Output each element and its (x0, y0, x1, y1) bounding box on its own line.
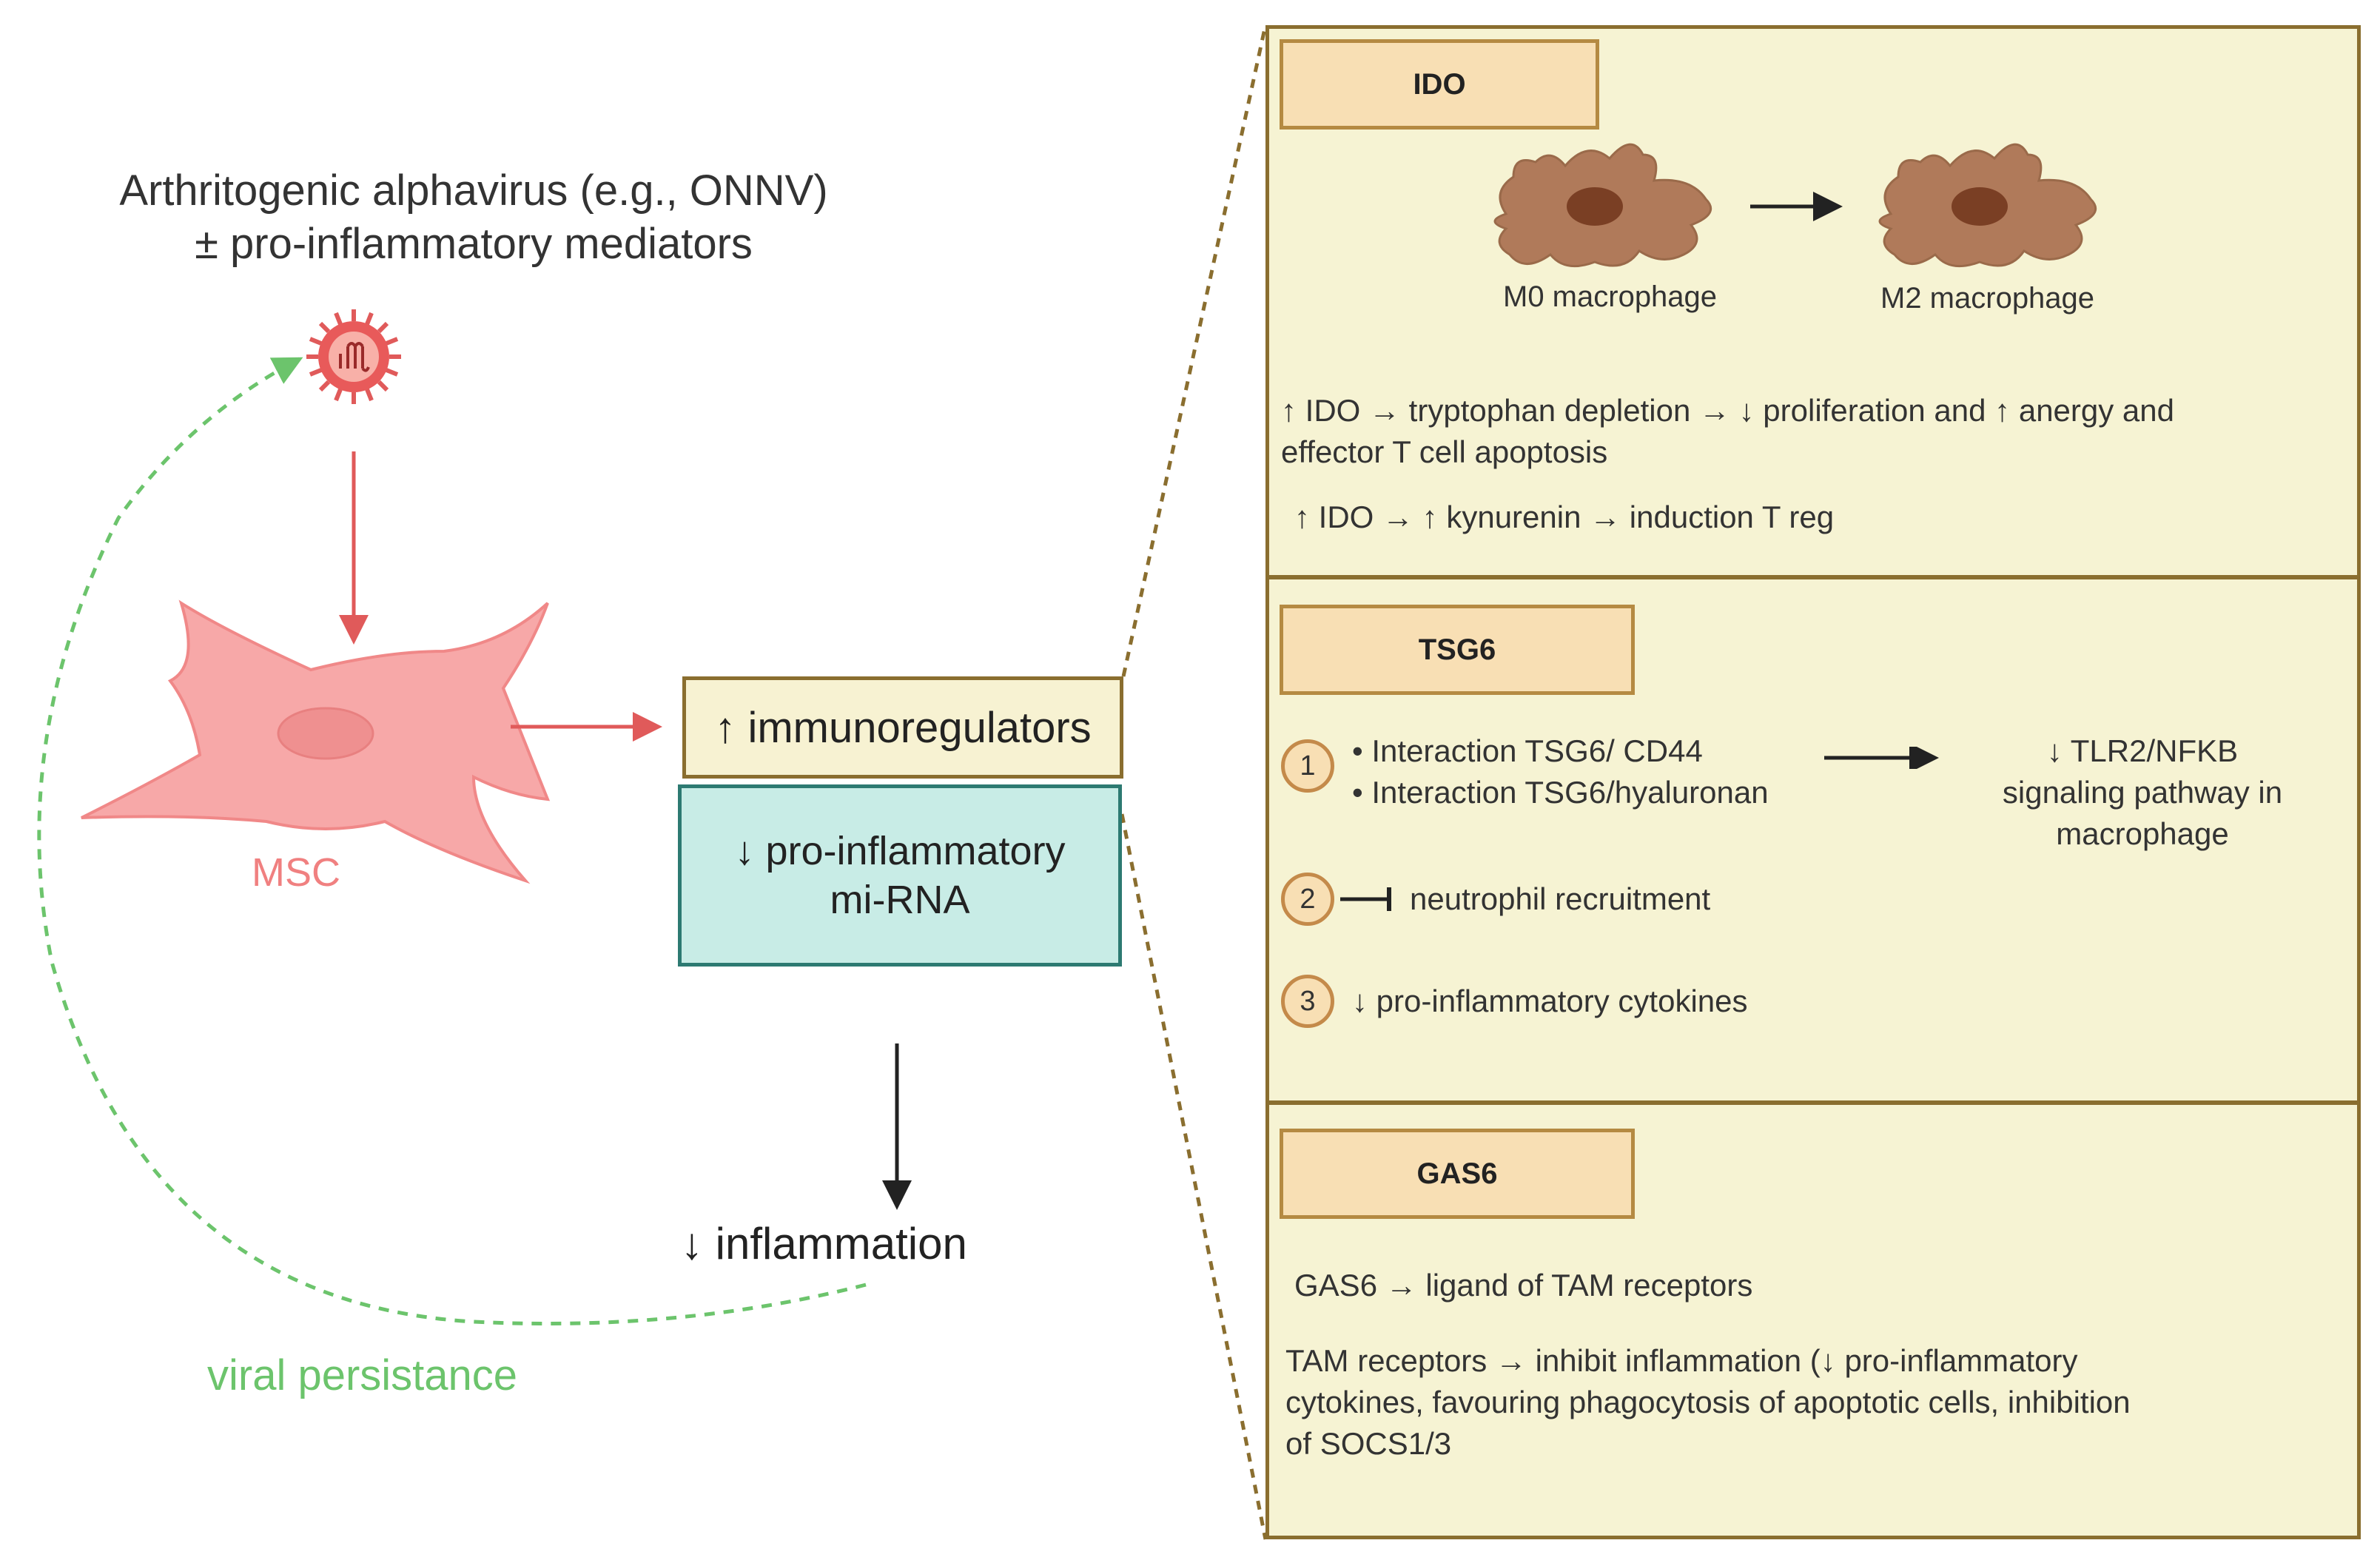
connector-top (1121, 24, 1268, 677)
tsg6-number-3: 3 (1281, 975, 1334, 1028)
virus-title-line1: Arthritogenic alphavirus (e.g., ONNV) (119, 167, 828, 215)
m0-macrophage-label: M0 macrophage (1503, 280, 1718, 313)
tsg6-result-line3: macrophage (2056, 816, 2229, 851)
gas6-panel: GAS6 GAS6 → ligand of TAM receptors TAM … (1265, 1101, 2361, 1539)
gas6-text-line1: GAS6 → ligand of TAM receptors (1294, 1268, 1753, 1302)
tsg6-result: ↓ TLR2/NFKB signaling pathway in macroph… (1950, 730, 2335, 855)
gas6-header: GAS6 (1280, 1129, 1635, 1219)
virus-title-line2: ± pro-inflammatory mediators (195, 220, 753, 268)
virus-title: Arthritogenic alphavirus (e.g., ONNV) ± … (44, 164, 903, 271)
tsg6-result-line2: signaling pathway in (2002, 775, 2283, 810)
m0-macrophage-icon (1493, 143, 1712, 268)
ido-text-line3: ↑ IDO → ↑ kynurenin → induction T reg (1294, 500, 1835, 534)
immunoregulators-box: ↑ immunoregulators (682, 676, 1123, 779)
tsg6-number-1: 1 (1281, 739, 1334, 793)
ido-header: IDO (1280, 39, 1599, 130)
mirna-text-line1: ↓ pro-inflammatory (734, 829, 1066, 873)
viral-persistence-arrow (37, 357, 867, 1325)
ido-text-line2: effector T cell apoptosis (1281, 434, 1608, 469)
gas6-text-line4: of SOCS1/3 (1285, 1426, 1452, 1461)
mirna-box: ↓ pro-inflammatory mi-RNA (678, 784, 1122, 967)
gas6-text-block: TAM receptors → inhibit inflammation (↓ … (1285, 1340, 2351, 1465)
connector-bottom (1120, 813, 1268, 1540)
msc-cell-icon (81, 599, 551, 884)
tsg6-number-2: 2 (1281, 873, 1334, 926)
tsg6-bullet-2: • Interaction TSG6/hyaluronan (1352, 775, 1769, 810)
gas6-text-line3: cytokines, favouring phagocytosis of apo… (1285, 1385, 2131, 1419)
viral-persistence-label: viral persistance (207, 1351, 518, 1399)
tsg6-item2-text: neutrophil recruitment (1410, 881, 1711, 916)
inhibition-icon (1340, 887, 1391, 911)
ido-text-block1: ↑ IDO → tryptophan depletion → ↓ prolife… (1281, 390, 2347, 473)
tsg6-header: TSG6 (1280, 605, 1635, 695)
ido-text-line1: ↑ IDO → tryptophan depletion → ↓ prolife… (1281, 393, 2175, 428)
tsg6-panel: TSG6 1 • Interaction TSG6/ CD44 • Intera… (1265, 576, 2361, 1104)
ido-panel: IDO M0 macrophage M2 macrophage ↑ IDO → … (1265, 25, 2361, 579)
gas6-text-line2: TAM receptors → inhibit inflammation (↓ … (1285, 1343, 2078, 1378)
inflammation-label: ↓ inflammation (681, 1219, 967, 1268)
tsg6-result-line1: ↓ TLR2/NFKB (2046, 733, 2239, 768)
tsg6-item3-text: ↓ pro-inflammatory cytokines (1352, 984, 1748, 1018)
tsg6-bullet-1: • Interaction TSG6/ CD44 (1352, 733, 1703, 768)
m2-macrophage-icon (1878, 143, 2097, 268)
virus-icon (306, 309, 401, 404)
tsg6-bullets: • Interaction TSG6/ CD44 • Interaction T… (1352, 730, 1769, 813)
m2-macrophage-label: M2 macrophage (1880, 282, 2095, 315)
macrophage-transition-graphic (1493, 143, 2097, 268)
immunoregulators-text: ↑ immunoregulators (714, 703, 1092, 752)
msc-label: MSC (252, 850, 340, 895)
mirna-text-line2: mi-RNA (830, 878, 970, 922)
tsg6-arrow (1824, 747, 1939, 769)
